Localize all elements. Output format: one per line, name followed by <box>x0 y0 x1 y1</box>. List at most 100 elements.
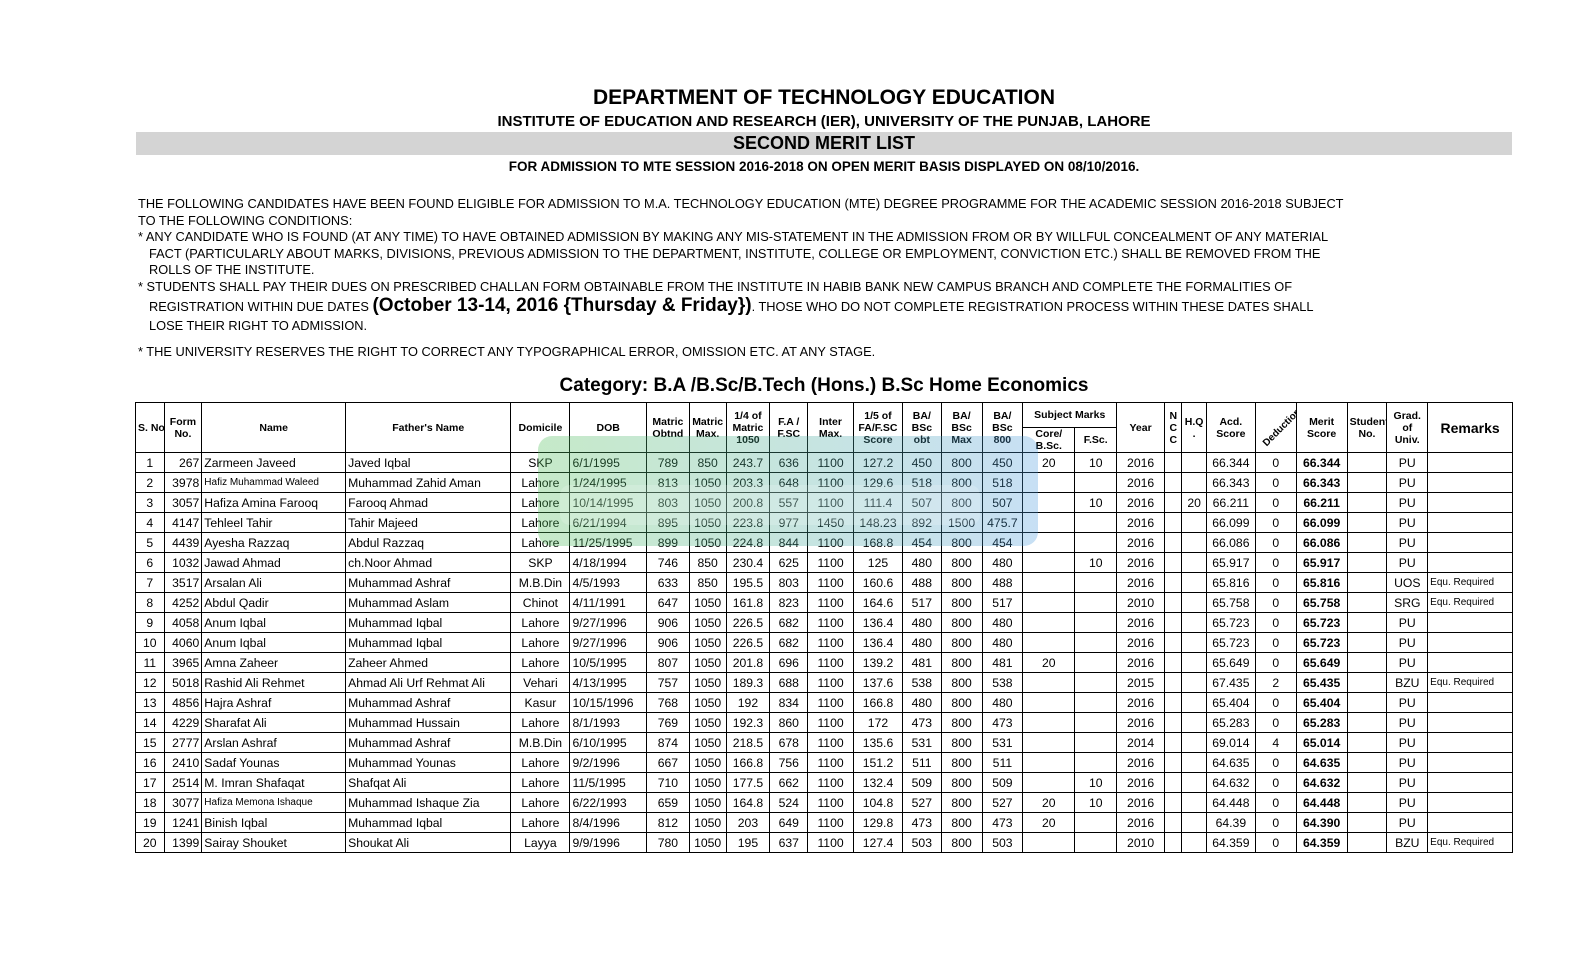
cell-f5: 137.6 <box>853 672 903 693</box>
cell-form: 2514 <box>163 772 203 793</box>
cell-imax: 1100 <box>807 612 854 633</box>
cell-fa: 636 <box>769 452 809 473</box>
cell-ded: 0 <box>1254 832 1297 853</box>
cell-ncc <box>1164 752 1183 773</box>
cell-acd: 65.723 <box>1205 632 1256 653</box>
cell-name: Arslan Ashraf <box>201 732 347 753</box>
cell-domicile: Vehari <box>510 672 571 693</box>
cell-grad: PU <box>1386 512 1429 533</box>
cell-merit: 64.390 <box>1295 812 1348 833</box>
cell-acd: 65.758 <box>1205 592 1256 613</box>
cell-ded: 0 <box>1254 612 1297 633</box>
cell-sno: 13 <box>135 692 165 713</box>
cell-fa: 823 <box>769 592 809 613</box>
cell-ded: 2 <box>1254 672 1297 693</box>
cell-fa: 688 <box>769 672 809 693</box>
cell-domicile: Lahore <box>510 612 571 633</box>
cell-name: Hajra Ashraf <box>201 692 347 713</box>
cell-sno: 1 <box>135 452 165 473</box>
cell-grad: PU <box>1386 532 1429 553</box>
cell-ded: 0 <box>1254 532 1297 553</box>
cell-merit: 65.917 <box>1295 552 1348 573</box>
cell-fsc: 10 <box>1074 452 1118 473</box>
cell-rem <box>1427 632 1513 653</box>
cell-name: Anum Iqbal <box>201 612 347 633</box>
cell-acd: 69.014 <box>1205 732 1256 753</box>
cell-fa: 844 <box>769 532 809 553</box>
cell-name: Rashid Ali Rehmet <box>201 672 347 693</box>
cell-bam: 800 <box>940 732 983 753</box>
cell-rem <box>1427 612 1513 633</box>
cell-year: 2014 <box>1116 732 1166 753</box>
intro-line: TO THE FOLLOWING CONDITIONS: <box>138 212 353 228</box>
cell-fa: 682 <box>769 612 809 633</box>
cell-rem <box>1427 532 1513 553</box>
cell-ded: 0 <box>1254 652 1297 673</box>
cell-form: 1032 <box>163 552 203 573</box>
cell-mmax: 1050 <box>688 532 727 553</box>
cell-hq <box>1181 752 1207 773</box>
cell-dob: 1/24/1995 <box>569 472 647 493</box>
cell-ncc <box>1164 772 1183 793</box>
cell-fa: 637 <box>769 832 809 853</box>
cell-name: Ayesha Razzaq <box>201 532 347 553</box>
cell-ba8: 475.7 <box>981 512 1024 533</box>
cell-bao: 488 <box>901 572 942 593</box>
cell-rem <box>1427 512 1513 533</box>
cell-rem: Equ. Required <box>1427 592 1513 613</box>
cell-f5: 172 <box>853 712 903 733</box>
col-sno-header: S. No. <box>135 402 165 453</box>
cell-name: Zarmeen Javeed <box>201 452 347 473</box>
cell-matric: 906 <box>645 612 690 633</box>
col-ba-800-header: BA/ BSc 800 <box>981 402 1024 453</box>
cell-father: Tahir Majeed <box>345 512 512 533</box>
cell-year: 2016 <box>1116 792 1166 813</box>
cell-fsc: 10 <box>1074 552 1118 573</box>
cell-bao: 473 <box>901 812 942 833</box>
col-grad-header: Grad. of Univ. <box>1386 402 1429 453</box>
cell-merit: 65.014 <box>1295 732 1348 753</box>
cell-f5: 135.6 <box>853 732 903 753</box>
cell-f5: 166.8 <box>853 692 903 713</box>
cell-ba8: 480 <box>981 632 1024 653</box>
cell-dob: 4/18/1994 <box>569 552 647 573</box>
cell-bam: 800 <box>940 652 983 673</box>
cell-stu <box>1346 812 1388 833</box>
cell-name: Tehleel Tahir <box>201 512 347 533</box>
cell-grad: PU <box>1386 772 1429 793</box>
cell-rem <box>1427 712 1513 733</box>
cell-merit: 65.435 <box>1295 672 1348 693</box>
cell-bao: 450 <box>901 452 942 473</box>
subject-marks-header: Subject Marks <box>1022 402 1118 428</box>
cell-bam: 800 <box>940 552 983 573</box>
cell-ba8: 538 <box>981 672 1024 693</box>
registration-dates: (October 13-14, 2016 {Thursday & Friday}… <box>372 295 752 316</box>
cell-name: Sairay Shouket <box>201 832 347 853</box>
cell-hq <box>1181 512 1207 533</box>
cell-imax: 1100 <box>807 832 854 853</box>
cell-acd: 64.635 <box>1205 752 1256 773</box>
cell-ba8: 473 <box>981 812 1024 833</box>
cell-grad: PU <box>1386 732 1429 753</box>
cell-sno: 8 <box>135 592 165 613</box>
cell-bam: 800 <box>940 632 983 653</box>
cell-q: 192 <box>725 692 771 713</box>
cell-bao: 480 <box>901 692 942 713</box>
cell-core <box>1022 732 1076 753</box>
cell-ded: 0 <box>1254 792 1297 813</box>
cell-fsc: 10 <box>1074 492 1118 513</box>
cell-ded: 0 <box>1254 492 1297 513</box>
cell-ncc <box>1164 492 1183 513</box>
cell-imax: 1100 <box>807 492 854 513</box>
cell-domicile: M.B.Din <box>510 732 571 753</box>
cell-year: 2016 <box>1116 532 1166 553</box>
cell-year: 2016 <box>1116 512 1166 533</box>
col-fifth-fa-header: 1/5 of FA/F.SC Score <box>853 402 903 453</box>
cell-mmax: 1050 <box>688 652 727 673</box>
cell-q: 189.3 <box>725 672 771 693</box>
merit-list-banner: SECOND MERIT LIST <box>136 132 1512 155</box>
col-core-header: Core/ B.Sc. <box>1022 427 1076 453</box>
cell-form: 2777 <box>163 732 203 753</box>
